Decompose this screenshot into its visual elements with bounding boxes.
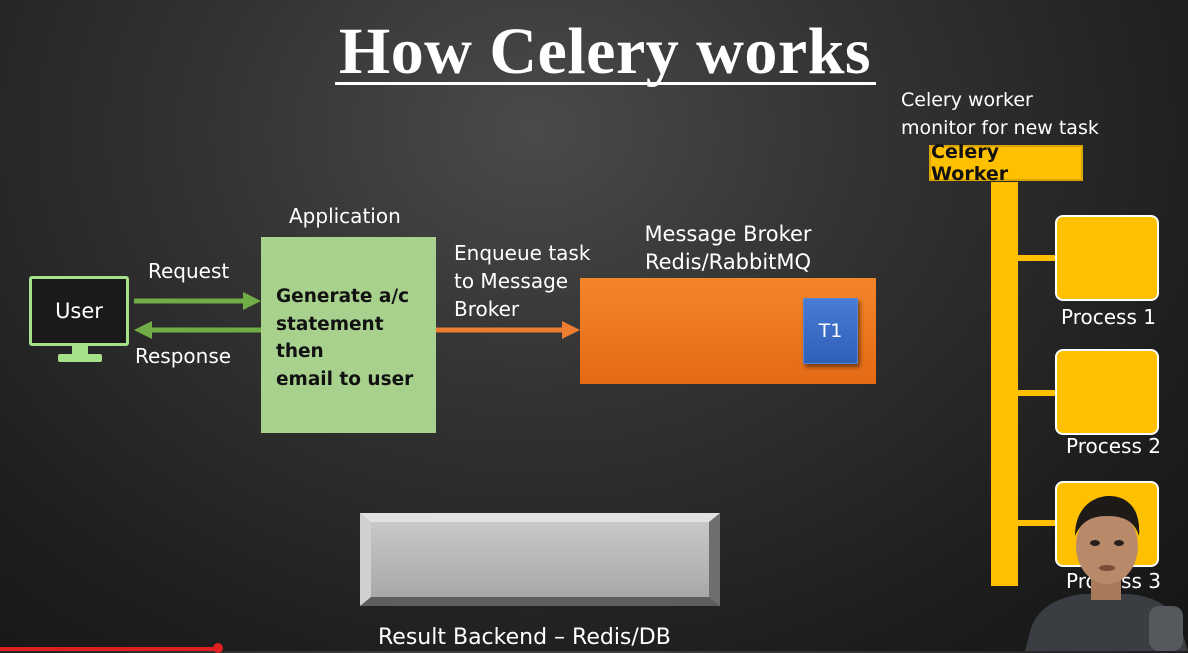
request-arrow — [134, 292, 261, 310]
broker-title-line: Redis/RabbitMQ — [644, 250, 812, 274]
process-1-label: Process 1 — [1061, 305, 1156, 329]
broker-title: Message Broker Redis/RabbitMQ — [580, 220, 876, 276]
process-2-label: Process 2 — [1066, 434, 1161, 458]
process-2-box — [1055, 349, 1159, 435]
request-label: Request — [148, 259, 230, 283]
process-1-box — [1055, 215, 1159, 301]
response-arrow — [134, 321, 261, 339]
worker-note: Celery worker monitor for new task — [901, 86, 1099, 142]
monitor-neck — [72, 346, 88, 356]
response-label: Response — [135, 344, 232, 368]
broker-title-line: Message Broker — [644, 222, 812, 246]
slide-title: How Celery works — [338, 15, 872, 88]
video-progress-bar[interactable] — [0, 647, 220, 651]
celery-worker-label: Celery Worker — [931, 141, 1009, 185]
enqueue-arrow — [436, 321, 580, 339]
monitor-base — [58, 354, 102, 362]
result-backend-label: Result Backend – Redis/DB — [378, 625, 671, 650]
result-backend-box — [360, 513, 720, 606]
presenter-webcam — [1025, 496, 1188, 651]
user-label: User — [55, 299, 103, 323]
user-monitor-icon: User — [29, 276, 129, 346]
task-label: T1 — [818, 320, 843, 342]
application-box — [261, 237, 436, 433]
process-connector — [1018, 520, 1056, 526]
worker-note-line: monitor for new task — [901, 117, 1099, 139]
enqueue-label-line: to Message — [454, 269, 569, 293]
application-text-line: statement then — [276, 313, 384, 363]
process-connector — [1018, 390, 1056, 396]
application-text: Generate a/c statement then email to use… — [276, 283, 436, 393]
worker-note-line: Celery worker — [901, 89, 1033, 111]
video-progress-handle[interactable] — [213, 643, 223, 653]
worker-bar — [991, 182, 1018, 586]
process-connector — [1018, 255, 1056, 261]
title-underline — [335, 82, 876, 85]
enqueue-label-line: Enqueue task — [454, 241, 591, 265]
enqueue-label: Enqueue task to Message Broker — [454, 239, 590, 323]
application-text-line: Generate a/c — [276, 286, 410, 307]
enqueue-label-line: Broker — [454, 297, 520, 321]
celery-worker-box: Celery Worker — [929, 141, 1083, 185]
application-text-line: email to user — [276, 368, 414, 390]
task-t1: T1 — [803, 298, 858, 364]
application-title: Application — [289, 204, 401, 228]
